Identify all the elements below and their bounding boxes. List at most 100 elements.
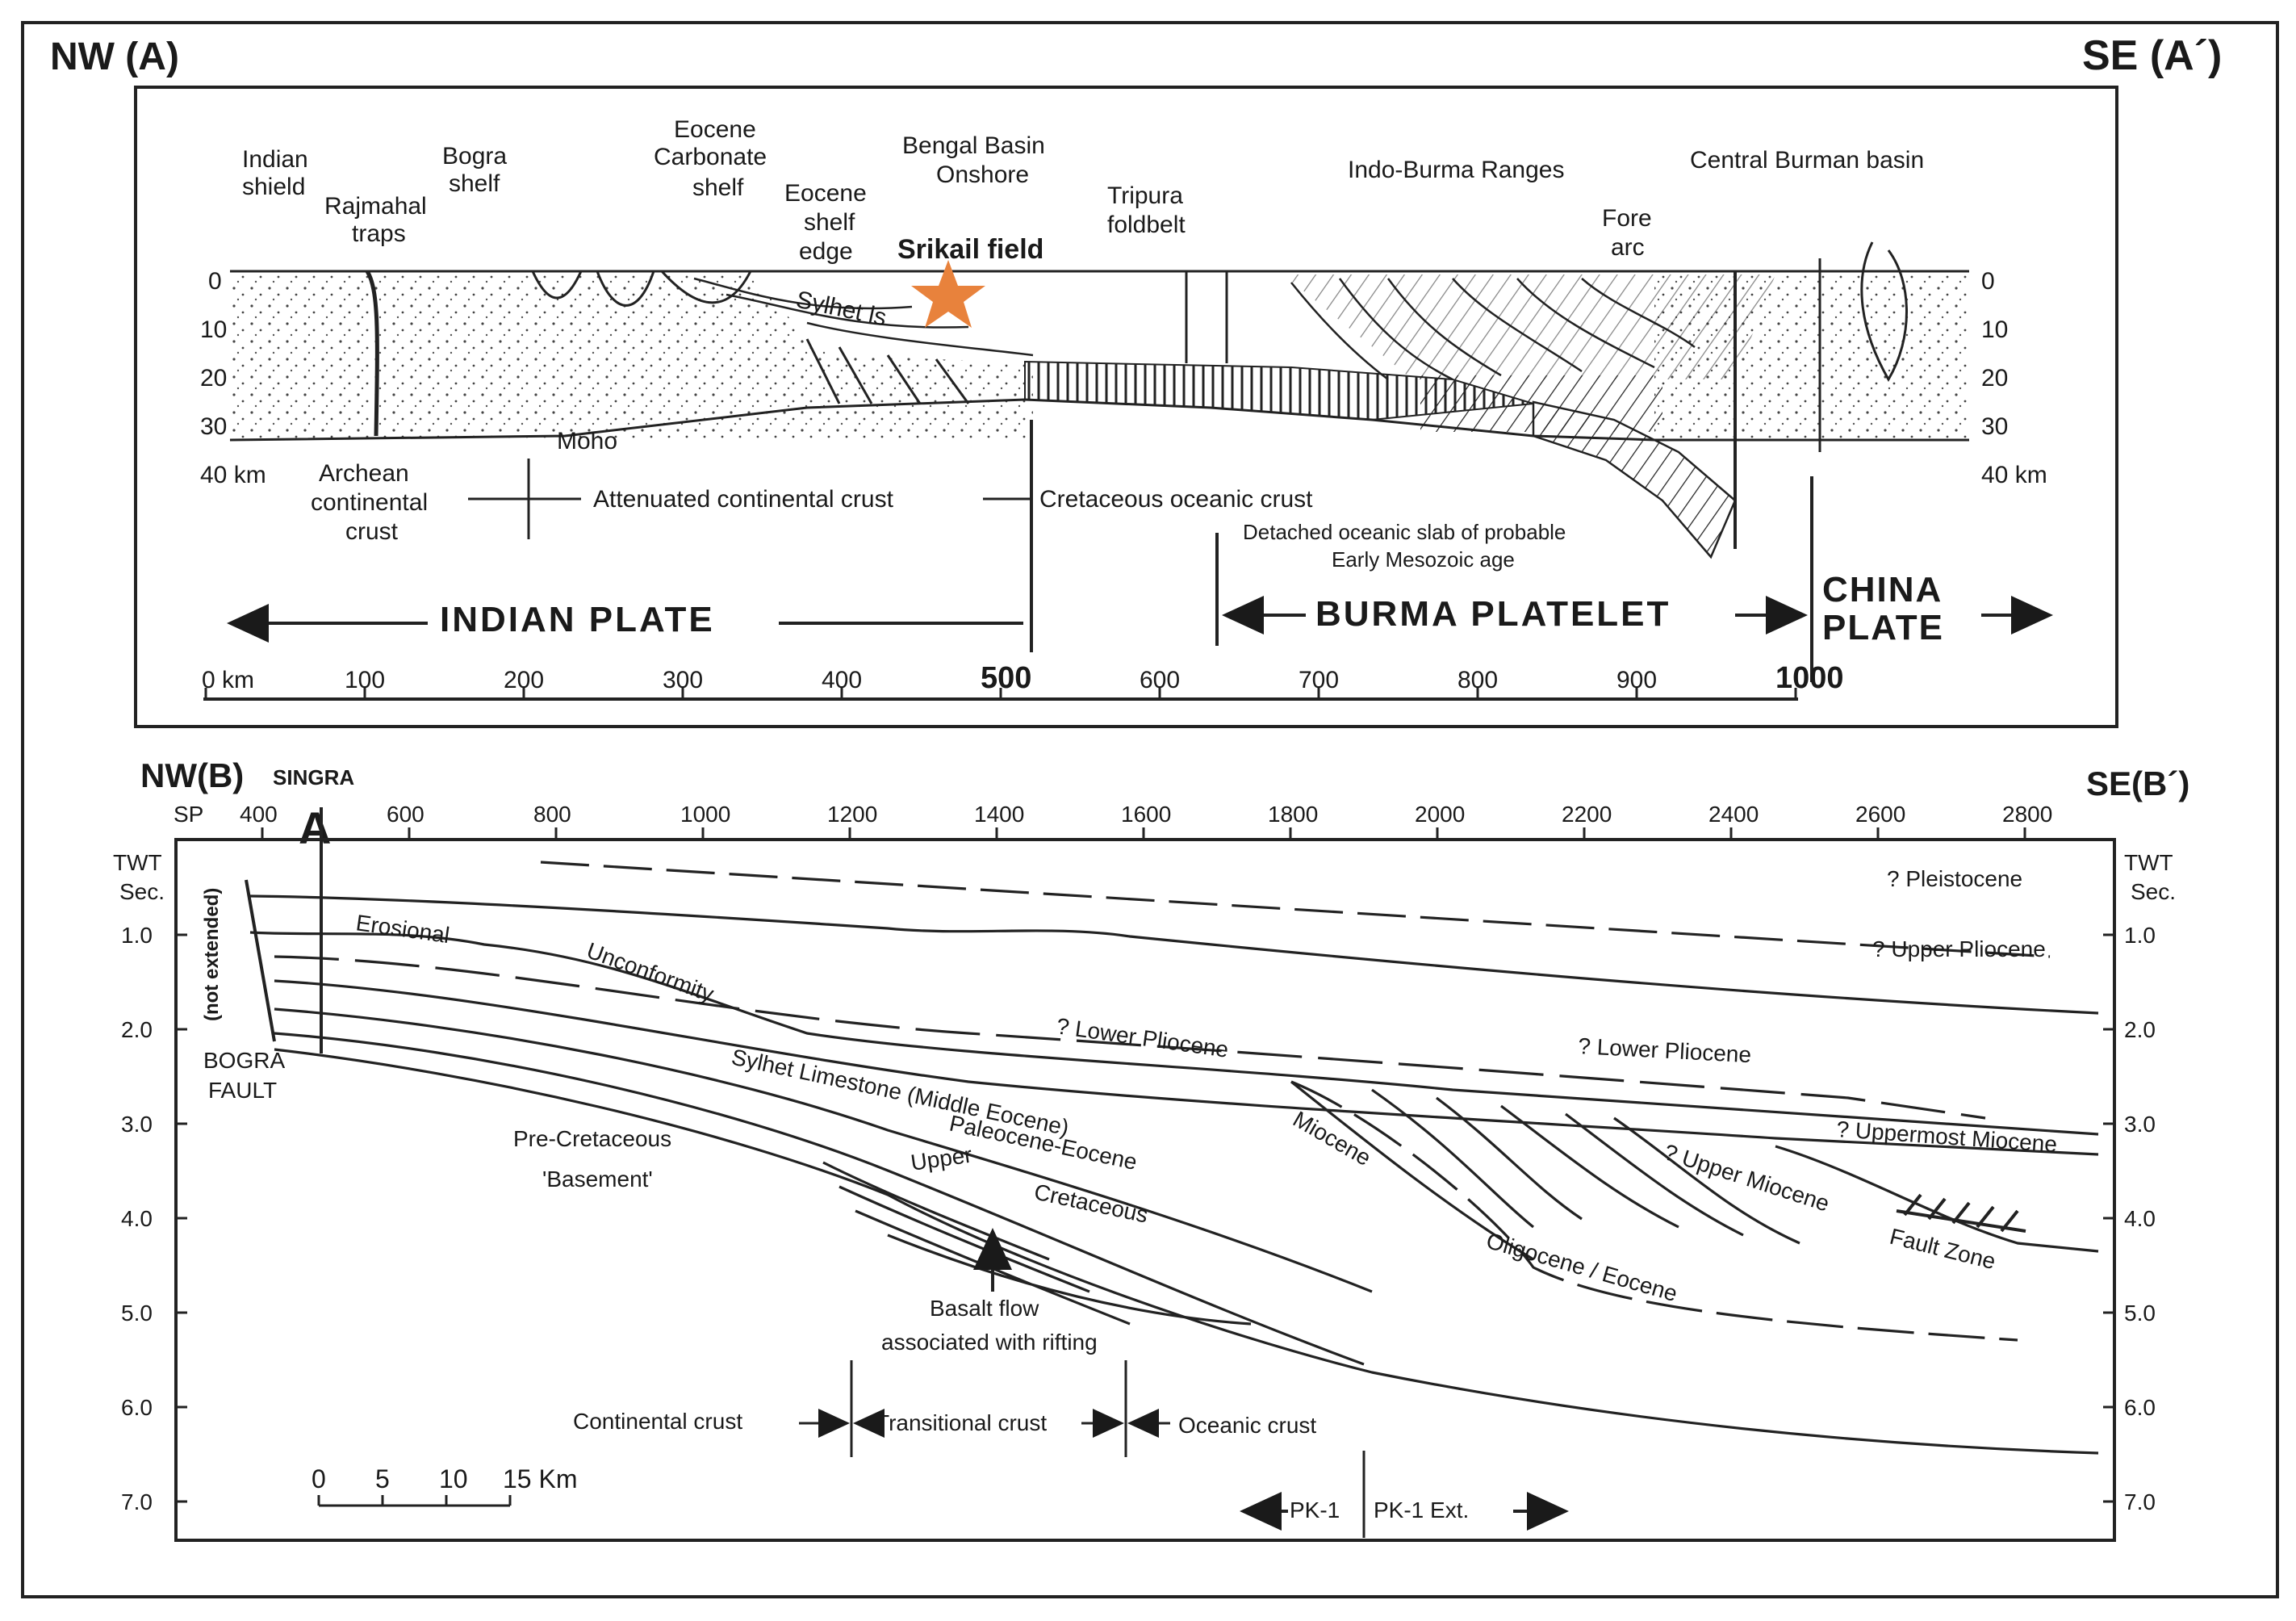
rajmahal-dike xyxy=(365,270,379,437)
twt-right-label: 1.0 xyxy=(2124,923,2156,948)
label-pk1: PK-1 xyxy=(1290,1497,1340,1523)
label-china-plate-1: CHINA xyxy=(1822,570,1943,609)
label-lower-pliocene-2: ? Lower Pliocene xyxy=(1578,1033,1752,1067)
sp-tick-label: 2000 xyxy=(1415,802,1465,827)
twt-right-label: 4.0 xyxy=(2124,1206,2156,1231)
bottom-left-label: NW(B) xyxy=(140,756,244,794)
depth-left-10: 10 xyxy=(200,316,227,343)
twt-left-label: 7.0 xyxy=(121,1489,153,1514)
label-indian-plate: INDIAN PLATE xyxy=(440,600,715,639)
label-srikail-field: Srikail field xyxy=(897,234,1043,265)
label-central-burman: Central Burman basin xyxy=(1690,147,1924,174)
top-left-label: NW (A) xyxy=(50,36,179,78)
label-rajmahal-2: traps xyxy=(352,220,406,247)
sp-tick-label: 1000 xyxy=(680,802,730,827)
sp-tick-label: 800 xyxy=(533,802,571,827)
detached-slab xyxy=(1532,400,1737,559)
label-upper-1: Upper xyxy=(910,1142,974,1175)
label-fore-2: arc xyxy=(1611,234,1645,261)
fault-zone-marks xyxy=(1896,1193,2026,1233)
sp-tick-label: 1800 xyxy=(1268,802,1318,827)
twt-right-label: 2.0 xyxy=(2124,1017,2156,1042)
km-scale-label: 5 xyxy=(375,1464,390,1493)
label-eocene-edge-1: Eocene xyxy=(784,180,867,207)
top-scale-label: 600 xyxy=(1140,667,1180,693)
seismic-horizons xyxy=(249,861,2099,1455)
continental-crust-fill xyxy=(230,271,1033,440)
top-crust-labels: Archean continental crust Attenuated con… xyxy=(311,460,1566,572)
label-slab-1: Detached oceanic slab of probable xyxy=(1243,520,1566,544)
label-transitional-crust: Transitional crust xyxy=(876,1410,1047,1435)
label-oligocene-eocene: Oligocene / Eocene xyxy=(1483,1228,1679,1306)
label-eocene-edge-2: shelf xyxy=(804,209,855,236)
sp-tick-label: 1400 xyxy=(974,802,1024,827)
label-basalt-2: associated with rifting xyxy=(881,1330,1098,1355)
label-pre-cretaceous-2: 'Basement' xyxy=(542,1167,653,1192)
sp-tick-label: 400 xyxy=(240,802,278,827)
label-upper-pliocene: ? Upper Pliocene xyxy=(1872,936,2046,961)
twt-left-label: 4.0 xyxy=(121,1206,153,1231)
sp-tick-label: 2200 xyxy=(1562,802,1612,827)
twt-left-label: 3.0 xyxy=(121,1112,153,1137)
label-cretaceous: Cretaceous oceanic crust xyxy=(1039,486,1313,513)
label-cretaceous-bottom: Cretaceous xyxy=(1032,1179,1151,1228)
label-erosional: Erosional xyxy=(354,910,451,948)
plate-labels: INDIAN PLATE BURMA PLATELET CHINA PLATE xyxy=(440,570,1943,647)
km-scale-label: 15 Km xyxy=(503,1464,577,1493)
label-tripura-2: foldbelt xyxy=(1107,212,1186,238)
label-bogra-2: shelf xyxy=(449,170,500,197)
bottom-right-label: SE(B´) xyxy=(2086,764,2189,802)
label-moho: Moho xyxy=(557,428,617,454)
label-eocene-edge-3: edge xyxy=(799,238,853,265)
top-scale-label: 1000 xyxy=(1775,661,1844,695)
label-indian-shield-2: shield xyxy=(242,174,305,200)
twt-left-label: 5.0 xyxy=(121,1301,153,1326)
label-indian-shield-1: Indian xyxy=(242,146,308,173)
depth-left-40: 40 km xyxy=(200,462,266,488)
sp-tick-label: 2600 xyxy=(1855,802,1905,827)
depth-left-0: 0 xyxy=(208,268,222,295)
top-scale-label: 100 xyxy=(345,667,385,693)
twt-right-label: 5.0 xyxy=(2124,1301,2156,1326)
twt-right-label: 3.0 xyxy=(2124,1112,2156,1137)
label-eocene-carb-3: shelf xyxy=(692,174,744,201)
label-archean-2: continental xyxy=(311,489,428,516)
label-rajmahal-1: Rajmahal xyxy=(324,193,427,220)
label-archean-3: crust xyxy=(345,518,399,545)
srikail-star-icon xyxy=(911,260,985,328)
depth-right-30: 30 xyxy=(1981,413,2008,440)
label-continental-crust: Continental crust xyxy=(573,1409,742,1434)
twt-left-label: 6.0 xyxy=(121,1395,153,1420)
label-bengal-1: Bengal Basin xyxy=(902,132,1045,159)
bogra-fault-line xyxy=(245,879,276,1042)
label-tripura-1: Tripura xyxy=(1107,182,1183,209)
fault-label-2: FAULT xyxy=(208,1078,277,1103)
top-scale-label: 300 xyxy=(663,667,703,693)
sp-label: SP xyxy=(174,802,203,827)
top-scale-label: 400 xyxy=(822,667,862,693)
label-basalt-1: Basalt flow xyxy=(930,1296,1039,1321)
label-archean-1: Archean xyxy=(319,460,409,487)
outer-frame xyxy=(21,21,2279,1598)
label-attenuated: Attenuated continental crust xyxy=(593,486,894,513)
top-panel-frame xyxy=(134,86,2118,728)
label-sylhet-ls: Sylhet ls xyxy=(794,287,889,332)
km-scale-label: 0 xyxy=(312,1464,326,1493)
not-extended-label: (not extended) xyxy=(201,888,223,1021)
top-right-label: SE (A´) xyxy=(2082,32,2222,79)
top-scale-label: 700 xyxy=(1299,667,1339,693)
sp-tick-label: 2800 xyxy=(2002,802,2052,827)
depth-right-40: 40 km xyxy=(1981,462,2047,488)
top-scale-label: 0 km xyxy=(202,667,254,693)
moho-line xyxy=(229,398,1969,442)
depth-right-10: 10 xyxy=(1981,316,2008,343)
depth-right-20: 20 xyxy=(1981,365,2008,392)
label-bogra-1: Bogra xyxy=(442,143,507,170)
top-depth-ticks-left: 0 10 20 30 40 km xyxy=(200,268,266,488)
label-fore-1: Fore xyxy=(1602,205,1652,232)
twt-right-label: 6.0 xyxy=(2124,1395,2156,1420)
